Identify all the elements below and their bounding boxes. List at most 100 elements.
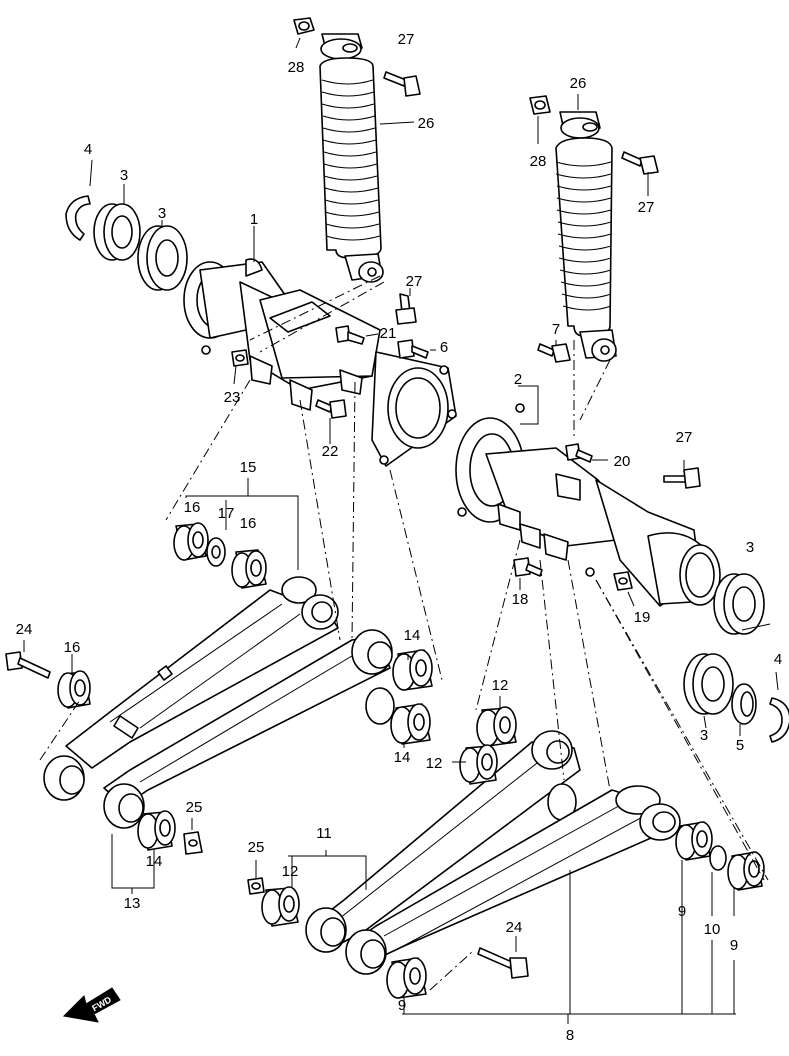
nut-28b <box>529 95 551 115</box>
callout-26a: 26 <box>418 115 435 132</box>
callout-27d: 27 <box>676 429 693 446</box>
left-shock-absorber <box>319 33 384 283</box>
circlip-4b <box>769 697 789 743</box>
washer-10 <box>709 845 727 871</box>
callout-3c: 3 <box>746 539 754 556</box>
callout-24a: 24 <box>16 621 33 638</box>
callout-28a: 28 <box>288 59 305 76</box>
bearing-3d <box>683 653 734 715</box>
callout-23: 23 <box>224 389 241 406</box>
bolt-27b <box>395 293 417 325</box>
callout-12b: 12 <box>426 755 443 772</box>
bolt-18 <box>513 557 543 577</box>
callout-11: 11 <box>316 825 332 842</box>
callout-22: 22 <box>322 443 339 460</box>
callout-12c: 12 <box>282 863 299 880</box>
callout-19: 19 <box>634 609 651 626</box>
callout-27a: 27 <box>398 31 415 48</box>
callout-16a: 16 <box>184 499 201 516</box>
callout-14c: 14 <box>146 853 163 870</box>
callout-2: 2 <box>514 371 522 388</box>
nuts <box>183 17 633 895</box>
callout-4b: 4 <box>774 651 782 668</box>
nut-25a <box>183 831 203 855</box>
bushing-16c <box>57 670 91 709</box>
bolt-21 <box>335 325 365 345</box>
callout-16c: 16 <box>64 639 81 656</box>
leader-lines <box>23 37 779 1024</box>
callout-24b: 24 <box>506 919 523 936</box>
bushing-14a <box>392 649 433 691</box>
bushing-16a <box>173 522 209 561</box>
callout-6: 6 <box>440 339 448 356</box>
callout-3d: 3 <box>700 727 708 744</box>
bolt-6 <box>397 339 429 359</box>
callout-5: 5 <box>736 737 744 754</box>
callout-3a: 3 <box>120 167 128 184</box>
callout-3b: 3 <box>158 205 166 222</box>
bearing-3a <box>93 203 141 261</box>
bolt-24a <box>5 651 51 679</box>
callout-16b: 16 <box>240 515 257 532</box>
bolt-27d <box>663 467 701 489</box>
bushing-14c <box>137 810 176 851</box>
bushings <box>57 522 765 999</box>
callout-10: 10 <box>704 921 721 938</box>
callout-13: 13 <box>124 895 141 912</box>
bushing-14b <box>390 703 431 745</box>
washer-17 <box>206 537 226 567</box>
bolt-27a <box>383 71 421 97</box>
callout-9c: 9 <box>398 997 406 1014</box>
bushing-16b <box>231 549 267 589</box>
bearings-and-circlips <box>65 195 789 743</box>
callout-27c: 27 <box>638 199 655 216</box>
callout-18: 18 <box>512 591 529 608</box>
callout-4a: 4 <box>84 141 92 158</box>
bolt-20 <box>565 443 593 463</box>
bushing-9a <box>675 821 713 861</box>
callout-25b: 25 <box>248 839 265 856</box>
right-shock-absorber <box>555 111 617 362</box>
callout-1: 1 <box>250 211 258 228</box>
bolt-24b <box>477 947 529 979</box>
callout-12a: 12 <box>492 677 509 694</box>
callout-26b: 26 <box>570 75 587 92</box>
nut-23 <box>231 349 249 367</box>
nut-19 <box>613 571 633 591</box>
bushing-9b <box>727 851 765 891</box>
bolt-27c <box>621 151 659 175</box>
bushing-12a <box>476 706 517 747</box>
callout-21: 21 <box>380 325 397 342</box>
spacer-5 <box>731 683 757 725</box>
callout-14b: 14 <box>394 749 411 766</box>
right-lower-arm <box>345 785 681 975</box>
bolt-22 <box>315 399 347 419</box>
bearing-3c <box>713 573 765 635</box>
callout-14a: 14 <box>404 627 421 644</box>
callout-20: 20 <box>614 453 631 470</box>
bolt-7 <box>537 343 571 363</box>
circlip-4a <box>65 195 91 241</box>
bolts <box>5 71 701 979</box>
callout-labels: 28 27 26 4 3 3 1 27 21 6 23 22 26 28 27 7 2 20 27 15 16 17 16 2… <box>16 31 783 1044</box>
callout-25a: 25 <box>186 799 203 816</box>
left-rear-knuckle <box>183 258 457 467</box>
callout-17: 17 <box>218 505 235 522</box>
callout-8: 8 <box>566 1027 574 1044</box>
bushing-12b <box>459 744 498 785</box>
callout-28b: 28 <box>530 153 547 170</box>
callout-7: 7 <box>552 321 560 338</box>
bushing-9c <box>386 957 427 999</box>
callout-9b: 9 <box>730 937 738 954</box>
bushing-12c <box>261 886 300 927</box>
left-lower-arm <box>103 629 395 829</box>
nut-28a <box>293 17 315 35</box>
nut-25b <box>247 877 265 895</box>
callout-27b: 27 <box>406 273 423 290</box>
bearing-3b <box>137 225 188 291</box>
callout-15: 15 <box>240 459 257 476</box>
fwd-arrow-icon: FWD <box>62 987 121 1023</box>
right-rear-knuckle <box>455 403 721 607</box>
left-upper-arm <box>43 576 339 801</box>
